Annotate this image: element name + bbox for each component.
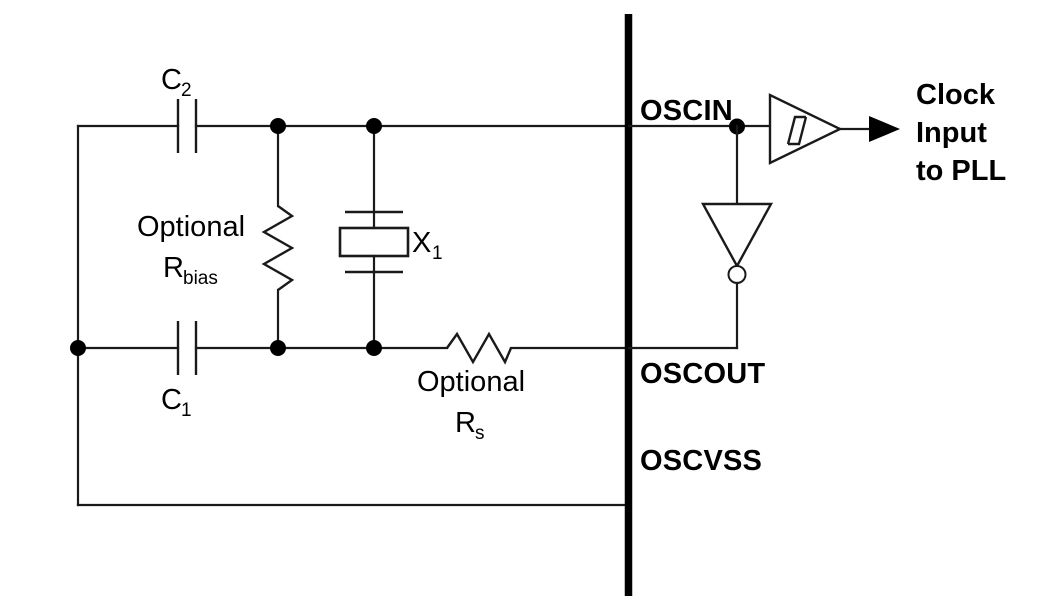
resistor-rbias xyxy=(261,124,295,350)
buffer-triangle xyxy=(768,93,843,165)
junction-dot-top-crystal xyxy=(366,118,382,134)
inverter-triangle xyxy=(700,202,774,269)
crystal-x1-label: X xyxy=(412,227,431,259)
crystal-x1 xyxy=(338,124,410,350)
capacitor-c1 xyxy=(176,321,198,375)
schmitt-hysteresis-icon-lower xyxy=(788,116,808,146)
inverter xyxy=(700,202,774,350)
junction-dot-bottom-crystal xyxy=(366,340,382,356)
junction-dot-bottom-rbias xyxy=(270,340,286,356)
resistor-rs xyxy=(446,331,513,365)
junction-dot-top-rbias xyxy=(270,118,286,134)
oscout-pin-label: OSCOUT xyxy=(640,358,765,390)
clock-output-arrow-icon xyxy=(869,116,900,142)
rs-designator-label: R xyxy=(455,407,476,439)
rbias-zigzag xyxy=(261,205,295,291)
schmitt-buffer xyxy=(768,93,900,165)
schmitt-hysteresis-icon-upper xyxy=(786,115,806,145)
rbias-designator-subscript: bias xyxy=(183,268,218,289)
rs-zigzag xyxy=(446,331,513,365)
oscin-pin-label: OSCIN xyxy=(640,95,733,127)
clock-output-label-line3: to PLL xyxy=(916,155,1006,187)
rbias-designator-label: R xyxy=(163,252,184,284)
crystal-body xyxy=(338,226,410,258)
junction-dot-left-rail xyxy=(70,340,86,356)
inverter-bubble-icon xyxy=(727,265,747,284)
capacitor-c1-subscript: 1 xyxy=(181,400,192,421)
rbias-optional-label: Optional xyxy=(137,211,245,243)
rs-optional-label: Optional xyxy=(417,366,525,398)
capacitor-c1-label: C xyxy=(161,384,182,416)
clock-output-label-line2: Input xyxy=(916,117,987,149)
oscvss-pin-label: OSCVSS xyxy=(640,445,762,477)
capacitor-c2-subscript: 2 xyxy=(181,80,192,101)
clock-output-label-line1: Clock xyxy=(916,79,996,111)
capacitor-c2-label: C xyxy=(161,64,182,96)
rs-designator-subscript: s xyxy=(475,423,485,444)
capacitor-c2 xyxy=(176,99,198,153)
crystal-x1-subscript: 1 xyxy=(432,243,443,264)
